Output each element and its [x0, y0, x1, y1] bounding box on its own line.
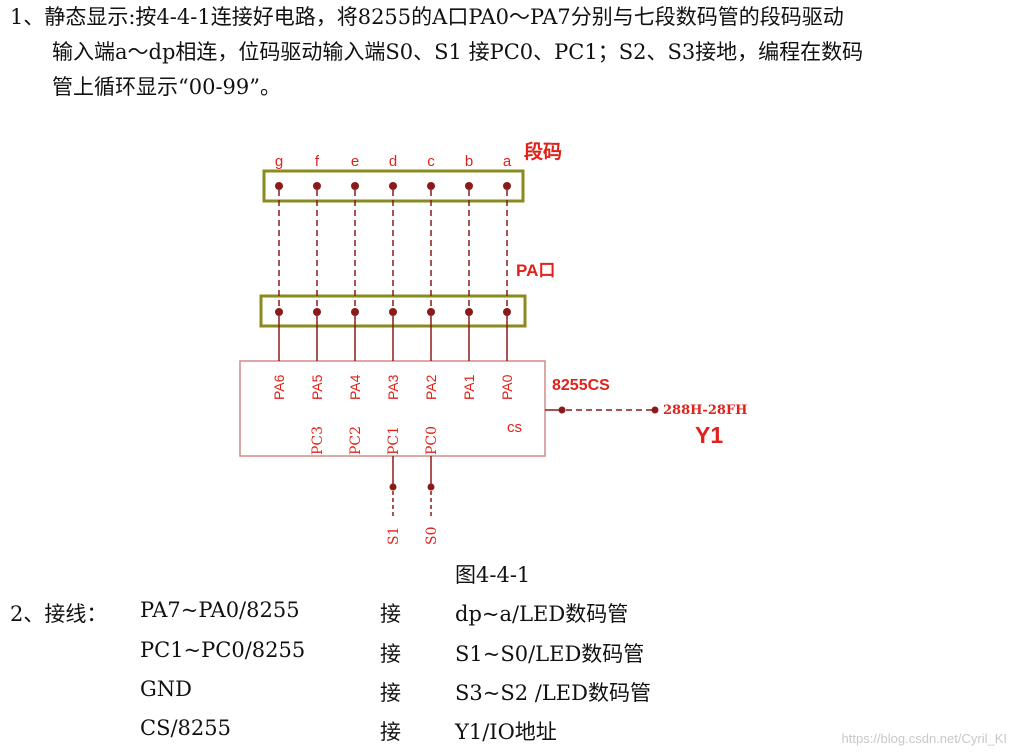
pin-label-pa5: PA5	[309, 374, 325, 400]
segment-label-e: e	[351, 153, 359, 170]
address-label: 288H-28FH	[663, 403, 747, 418]
s-label-s0: S0	[424, 527, 440, 546]
segment-label-c: c	[427, 153, 435, 170]
wiring-target: S1~S0/LED数码管	[455, 642, 645, 666]
wiring-connector: 接	[380, 602, 401, 626]
pin-label-pa1: PA1	[461, 374, 477, 400]
wiring-target: dp~a/LED数码管	[455, 602, 629, 626]
pa-dot-6	[503, 308, 511, 316]
pa-dot-4	[427, 308, 435, 316]
pa-dot-1	[313, 308, 321, 316]
y1-label: Y1	[695, 422, 723, 448]
pa-dot-5	[465, 308, 473, 316]
segment-dot-d	[389, 182, 397, 190]
segment-label-a: a	[503, 153, 512, 170]
chip-label: 8255CS	[552, 377, 610, 394]
pc-dot-s1	[389, 483, 397, 491]
figure-caption: 图4-4-1	[455, 563, 531, 587]
pin-label-pa3: PA3	[385, 374, 401, 400]
segment-label-b: b	[465, 153, 473, 170]
pin-label-pa4: PA4	[347, 374, 363, 400]
pin-label-pc0: PC0	[424, 426, 440, 455]
wiring-target: S3~S2 /LED数码管	[455, 681, 651, 705]
s-label-s1: S1	[386, 527, 402, 546]
wiring-connector: 接	[380, 642, 401, 666]
circuit-diagram: 段码 PA口 8255CS cs 288H-28FH Y1 g f e d c b aPA6…	[239, 140, 747, 546]
watermark: https://blog.csdn.net/Cyril_KI	[841, 731, 1007, 746]
segment-dot-a	[503, 182, 511, 190]
wiring-source: PC1~PC0/8255	[140, 638, 306, 662]
cs-dot-left	[558, 406, 566, 414]
pin-label-pc3: PC3	[310, 426, 326, 455]
pa-dot-0	[275, 308, 283, 316]
pin-label-pa2: PA2	[423, 374, 439, 400]
segment-label-g: g	[275, 153, 283, 170]
pa-dot-3	[389, 308, 397, 316]
paragraph-line-1: 1、静态显示:按4-4-1连接好电路，将8255的A口PA0～PA7分别与七段数…	[10, 5, 844, 29]
cs-pin-label: cs	[507, 419, 522, 436]
wiring-connector: 接	[380, 681, 401, 705]
segment-dot-g	[275, 182, 283, 190]
paragraph-line-3: 管上循环显示“00-99”。	[52, 75, 282, 99]
wiring-target: Y1/IO地址	[455, 720, 557, 744]
wiring-source: CS/8255	[140, 716, 231, 740]
wiring-source: PA7~PA0/8255	[140, 598, 300, 622]
pa-label: PA口	[516, 261, 555, 280]
wiring-source: GND	[140, 677, 192, 701]
pin-label-pa6: PA6	[271, 374, 287, 400]
wiring-label: 2、接线：	[10, 602, 108, 626]
wiring-connector: 接	[380, 720, 401, 744]
segment-dot-e	[351, 182, 359, 190]
segment-label-f: f	[315, 153, 320, 170]
segment-dot-c	[427, 182, 435, 190]
segment-label-d: d	[389, 153, 397, 170]
paragraph-line-2: 输入端a～dp相连，位码驱动输入端S0、S1 接PC0、PC1；S2、S3接地，…	[52, 40, 864, 64]
cs-dot-right	[651, 406, 659, 414]
pc-dot-s0	[427, 483, 435, 491]
segment-dot-b	[465, 182, 473, 190]
pin-label-pc2: PC2	[348, 426, 364, 455]
seg-label: 段码	[524, 140, 562, 163]
pin-label-pa0: PA0	[499, 374, 515, 400]
pa-dot-2	[351, 308, 359, 316]
segment-dot-f	[313, 182, 321, 190]
pin-label-pc1: PC1	[386, 426, 402, 455]
